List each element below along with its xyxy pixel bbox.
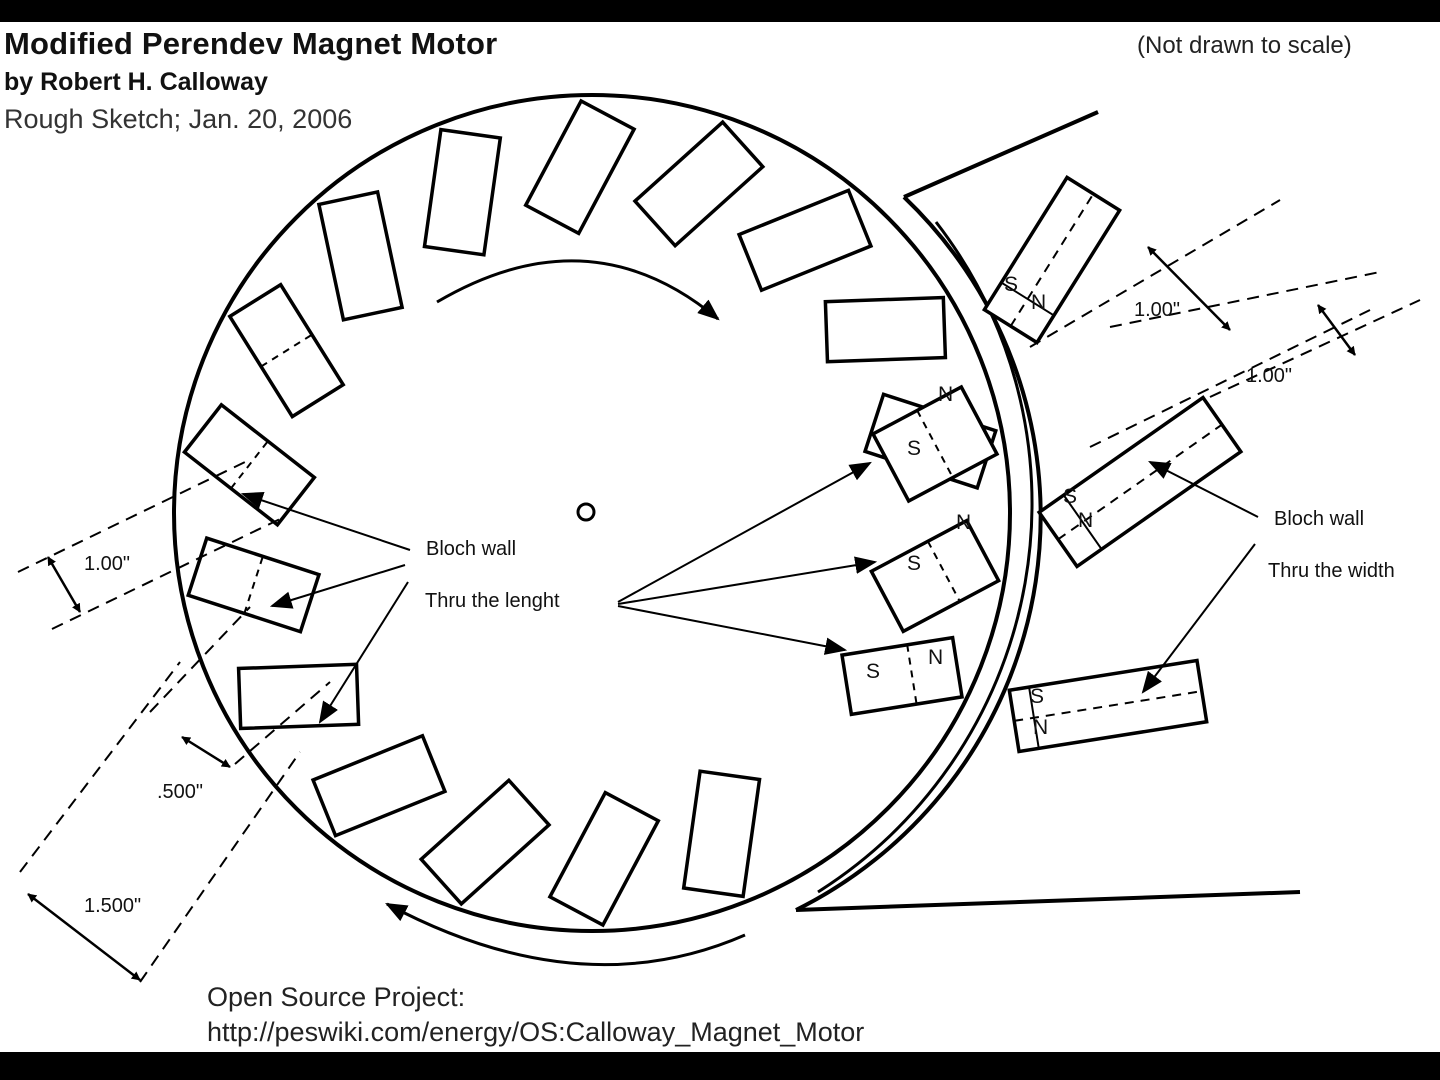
pole-s-stator-2: S	[1063, 485, 1077, 508]
rotor-magnet	[422, 127, 503, 257]
ext-line-left-2	[51, 518, 281, 630]
label-bloch-wall-left: Bloch wall	[426, 538, 516, 560]
rotor-magnet	[523, 98, 637, 236]
label-bloch-wall-right: Bloch wall	[1274, 508, 1364, 530]
ext-line-left-4	[19, 661, 181, 873]
label-thru-length: Thru the lenght	[425, 590, 560, 612]
rotor-hub	[576, 502, 596, 522]
leader-bloch-left-2	[269, 564, 406, 609]
rotor-magnet	[181, 402, 317, 528]
rotor-magnet	[736, 188, 874, 293]
pole-s-stator-1: S	[1004, 273, 1018, 296]
rotor-magnet	[227, 282, 346, 419]
stator-magnet-1	[981, 175, 1123, 345]
dim-arrow-right-second	[1316, 304, 1357, 356]
footer-project-label: Open Source Project:	[207, 982, 466, 1012]
pole-s-stator-3: S	[1030, 685, 1044, 708]
leader-length-3	[617, 605, 848, 655]
pole-s-rotor-3: S	[866, 660, 880, 683]
pole-n-rotor-2: N	[956, 511, 971, 534]
diagram-title: Modified Perendev Magnet Motor	[4, 26, 498, 61]
rotation-arrow-top	[436, 259, 720, 321]
stator-arc-inner	[817, 221, 1034, 894]
rotation-arrow-bottom	[385, 902, 746, 967]
rotor-magnet-sn-1	[870, 384, 1000, 504]
leader-bloch-left-1	[240, 491, 411, 551]
ext-line-left-5	[139, 751, 301, 983]
pole-n-rotor-1: N	[938, 383, 953, 406]
rotor-magnet	[632, 119, 766, 249]
pole-n-stator-2: N	[1078, 509, 1093, 532]
rotor-magnet	[236, 662, 361, 731]
label-thru-width: Thru the width	[1268, 560, 1395, 582]
rotor-magnet-sn-2	[868, 518, 1002, 634]
dim-arrow-left-small	[181, 735, 231, 769]
ext-line-left-3	[149, 606, 251, 713]
footer-project-url: http://peswiki.com/energy/OS:Calloway_Ma…	[207, 1017, 865, 1047]
rotor-magnet	[823, 295, 948, 364]
sketch-date: Rough Sketch; Jan. 20, 2006	[4, 104, 353, 134]
stator-magnet-2	[1036, 395, 1244, 569]
dim-arrow-left-width	[46, 556, 82, 613]
stator-top-edge	[903, 110, 1099, 199]
stator-bottom-edge	[795, 890, 1301, 912]
rotor-magnet	[547, 790, 661, 928]
pole-s-rotor-1: S	[907, 437, 921, 460]
leader-bloch-right	[1148, 461, 1259, 518]
rotor-magnet	[186, 535, 322, 634]
dim-label-right-top: 1.00"	[1134, 299, 1180, 321]
diagram-canvas: Modified Perendev Magnet Motor by Robert…	[0, 22, 1440, 1052]
rotor-magnet	[418, 777, 552, 907]
leader-length-2	[617, 556, 878, 605]
rotor-outer-ring	[172, 93, 1012, 933]
pole-n-rotor-3: N	[928, 646, 943, 669]
pole-s-rotor-2: S	[907, 552, 921, 575]
pole-n-stator-1: N	[1031, 291, 1046, 314]
ext-line-right-4	[1209, 299, 1421, 398]
ext-line-left-1	[17, 461, 246, 573]
dim-label-right-second: 1.00"	[1246, 365, 1292, 387]
ext-line-right-3	[1089, 309, 1371, 448]
rotor-magnet	[310, 733, 448, 838]
dim-arrow-left-long	[27, 893, 141, 981]
dim-label-left-long: 1.500"	[84, 895, 141, 917]
dim-label-left-small: .500"	[157, 781, 203, 803]
leader-width	[1141, 543, 1256, 694]
author-line: by Robert H. Calloway	[4, 68, 268, 96]
leader-length-1	[617, 461, 872, 603]
dim-arrow-right-top	[1147, 246, 1231, 331]
rotor-magnet	[681, 769, 762, 899]
scale-note: (Not drawn to scale)	[1137, 32, 1352, 59]
ext-line-left-6	[234, 681, 331, 765]
rotor-magnet-sn-3	[839, 635, 965, 717]
rotor-magnet	[316, 189, 405, 322]
leader-bloch-left-3	[318, 581, 409, 724]
pole-n-stator-3: N	[1033, 716, 1048, 739]
dim-label-left-width: 1.00"	[84, 553, 130, 575]
motor-diagram: S N S N S N S N S N S N	[17, 93, 1421, 983]
